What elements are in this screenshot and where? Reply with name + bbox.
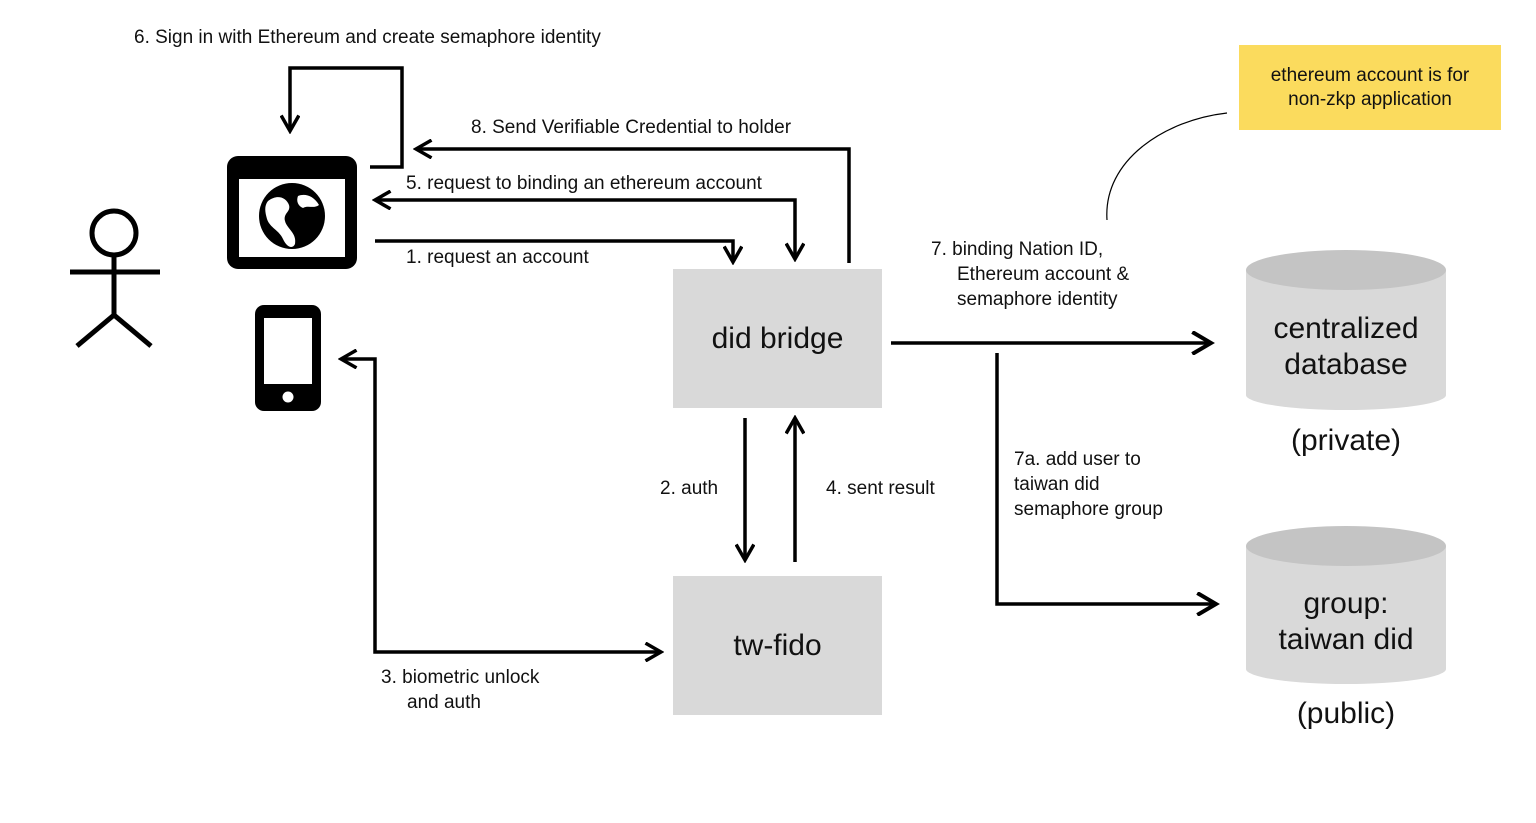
sticky-note: ethereum account is for non-zkp applicat… (1239, 45, 1501, 130)
step-5-label: 5. request to binding an ethereum accoun… (406, 173, 762, 194)
step-7-label-line2: Ethereum account & (957, 264, 1130, 285)
tw-fido-label: tw-fido (733, 628, 822, 662)
step-2-label: 2. auth (660, 478, 719, 499)
step-1-label: 1. request an account (406, 247, 589, 268)
group-taiwan-did-line2: taiwan did (1278, 623, 1414, 656)
centralized-database-caption: (private) (1290, 424, 1402, 457)
step-6-label: 6. Sign in with Ethereum and create sema… (134, 27, 601, 48)
centralized-database-line1: centralized (1273, 312, 1419, 345)
browser-globe-icon (227, 156, 357, 269)
note-connector (1106, 112, 1228, 221)
group-taiwan-did-label: group: taiwan did (1246, 586, 1446, 658)
step-3-label-line2: and auth (407, 692, 481, 713)
step-8-label: 8. Send Verifiable Credential to holder (471, 117, 792, 138)
step-4-label: 4. sent result (826, 478, 935, 499)
arrow-step-7a (995, 353, 1216, 604)
step-7a-label-line1: 7a. add user to (1014, 449, 1141, 470)
step-7a-label-line2: taiwan did (1014, 474, 1100, 495)
centralized-database-cylinder (1246, 250, 1446, 410)
arrow-step-8 (416, 149, 851, 263)
user-figure-icon (70, 208, 160, 348)
step-7a-label-line3: semaphore group (1014, 499, 1163, 520)
step-7-label-line1: 7. binding Nation ID, (931, 239, 1104, 260)
arrow-step-3-to-phone (341, 359, 510, 654)
sticky-note-line2: non-zkp application (1288, 88, 1452, 110)
step-7-label-line3: semaphore identity (957, 289, 1118, 310)
centralized-database-label: centralized database (1246, 311, 1446, 383)
group-taiwan-did-cylinder (1246, 526, 1446, 684)
arrow-step-6 (290, 66, 404, 169)
mobile-phone-icon (255, 305, 321, 411)
did-bridge-node: did bridge (673, 269, 882, 408)
group-taiwan-did-line1: group: (1303, 587, 1389, 620)
arrow-step-1 (375, 239, 733, 262)
did-bridge-label: did bridge (711, 321, 844, 355)
step-3-label-line1: 3. biometric unlock (381, 667, 540, 688)
tw-fido-node: tw-fido (673, 576, 882, 715)
sticky-note-line1: ethereum account is for (1270, 64, 1470, 86)
centralized-database-line2: database (1284, 348, 1408, 381)
group-taiwan-did-caption: (public) (1296, 697, 1396, 730)
arrow-step-5-to-bridge (590, 198, 795, 259)
